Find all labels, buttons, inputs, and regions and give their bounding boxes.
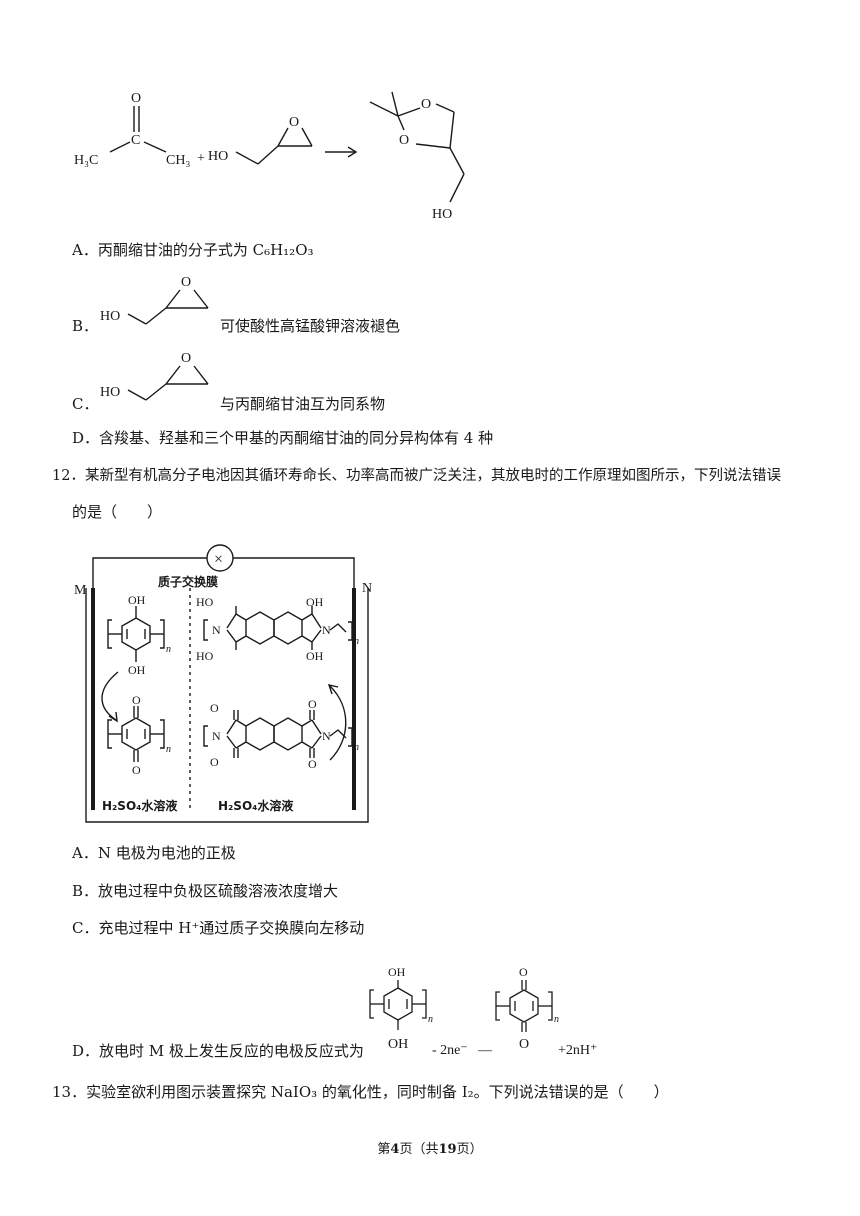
right-bottom-o-br: O [308,757,317,771]
eq-oh-top: OH [388,965,406,979]
q13-stem: 13．实验室欲利用图示装置探究 NaIO₃ 的氧化性，同时制备 I₂。下列说法错… [52,1083,669,1101]
left-quinone-o-bottom: O [132,763,141,777]
q11-c-hydroxyl: HO [100,385,120,400]
acetone-methyl-right: CH₃ [166,153,190,168]
acetone-methyl-left: H₃C [74,153,98,168]
footer-page-number: 4 [390,1142,400,1157]
left-solution-label: H₂SO₄水溶液 [102,798,177,813]
q11-option-b-letter: B． [72,317,99,335]
q12-option-d-text: D．放电时 M 极上发生反应的电极反应式为 [72,1042,364,1060]
electrode-n-label: N [362,581,372,596]
q11-b-hydroxyl: HO [100,309,120,324]
q11-option-b-glycidol: HO O [100,275,209,325]
q12-stem-line1: 12．某新型有机高分子电池因其循环寿命长、功率高而被广泛关注，其放电时的工作原理… [52,468,781,484]
eq-equals-dash: — [477,1043,493,1058]
right-top-n-right: N [322,623,331,637]
right-bottom-o-tl: O [210,701,219,715]
eq-oh-bottom: OH [388,1037,408,1052]
q12-option-a: A．N 电极为电池的正极 [72,844,236,862]
q11-b-oxygen: O [181,275,191,290]
left-top-oh: OH [128,593,146,607]
q12-stem-line2: 的是（ ） [72,503,163,521]
left-bottom-oh: OH [128,663,146,677]
eq-minus-electrons: - 2ne⁻ [432,1043,468,1058]
q11-option-c-text: 与丙酮缩甘油互为同系物 [220,395,386,413]
right-bottom-sub-n: n [354,742,359,753]
q11-option-c-glycidol: HO O [100,351,209,401]
right-solution-label: H₂SO₄水溶液 [218,798,293,813]
right-bottom-o-bl: O [210,755,219,769]
q11-option-d: D．含羧基、羟基和三个甲基的丙酮缩甘油的同分异构体有 4 种 [72,429,494,447]
electrode-m-label: M [74,583,87,598]
battery-diagram: × M N 质子交换膜 OH OH n O O n HO OH HO OH N … [74,544,372,823]
q12-option-c: C．充电过程中 H⁺通过质子交换膜向左移动 [72,919,365,937]
left-top-n: n [166,644,171,655]
q11-option-b-text: 可使酸性高锰酸钾溶液褪色 [220,317,401,335]
q11-option-a: A．丙酮缩甘油的分子式为 C₆H₁₂O₃ [72,241,314,259]
eq-n-left: n [428,1014,433,1025]
product-oxygen-top: O [421,97,431,112]
glycidol-hydroxyl: HO [208,149,228,164]
footer-prefix: 第 [377,1142,391,1157]
glycidol-epoxide-oxygen: O [289,115,299,130]
right-top-oh-right: OH [306,595,324,609]
product-hydroxyl: HO [432,207,452,222]
q11-c-oxygen: O [181,351,191,366]
acetone-oxygen: O [131,91,141,106]
right-top-oh-bottom-right: OH [306,649,324,663]
product-oxygen-bottom: O [399,133,409,148]
right-bottom-n-left: N [212,729,221,743]
footer-total-pages: 19 [438,1142,457,1157]
eq-n-right: n [554,1014,559,1025]
acetone-carbon: C [131,133,140,148]
eq-o-top: O [519,965,528,979]
q11-option-c-letter: C． [72,395,99,413]
q12-option-b: B．放电过程中负极区硫酸溶液浓度增大 [72,882,339,900]
membrane-label: 质子交换膜 [158,574,218,589]
left-quinone-o-top: O [132,693,141,707]
bulb-symbol: × [214,551,223,568]
footer-mid: 页（共 [399,1142,439,1157]
right-bottom-o-tr: O [308,697,317,711]
page-footer: 第4页（共19页） [0,1138,860,1157]
plus-sign: + [197,151,205,166]
right-top-sub-n: n [354,636,359,647]
eq-o-bottom: O [519,1037,529,1052]
right-top-ho-bottom-left: HO [196,649,214,663]
right-top-ho-left: HO [196,595,214,609]
eq-plus-protons: +2nH⁺ [558,1043,597,1058]
right-top-n-left: N [212,623,221,637]
right-bottom-n-right: N [322,729,331,743]
footer-suffix: 页） [456,1142,483,1157]
q12-option-d-equation: OH OH n - 2ne⁻ — O O n +2nH⁺ [369,965,597,1058]
left-bottom-n: n [166,744,171,755]
reaction-scheme: O C H₃C CH₃ + HO O O O HO [74,91,465,222]
